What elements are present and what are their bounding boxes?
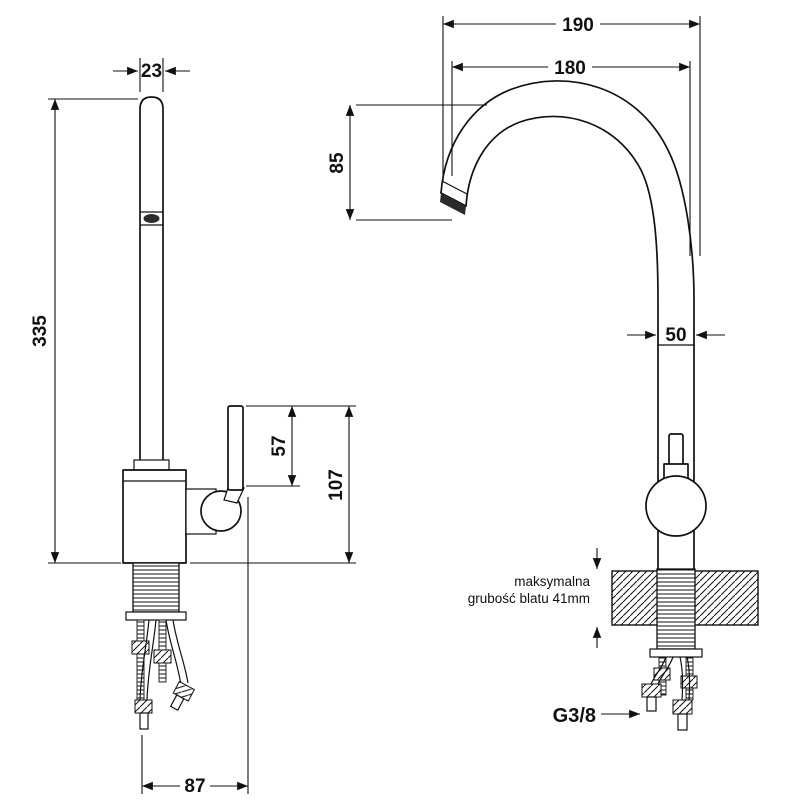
- supply-hose: [139, 619, 150, 701]
- shank-threads: [656, 568, 696, 650]
- dim-label-107: 107: [326, 469, 347, 501]
- faucet-body: [122, 469, 187, 564]
- tube-collar: [133, 459, 170, 471]
- fixing-nut: [153, 649, 172, 664]
- dim-base-width: 87: [141, 497, 249, 797]
- dim-label-190: 190: [562, 15, 594, 36]
- mounting-washer: [125, 611, 187, 621]
- mounting-hardware: [131, 619, 196, 730]
- dim-spout-width: 23: [113, 58, 190, 92]
- hose-nipple: [139, 712, 149, 730]
- hose-fitting: [169, 680, 196, 711]
- gooseneck-inner: [465, 115, 659, 346]
- spout-tube: [139, 96, 164, 471]
- dim-label-85: 85: [327, 152, 348, 174]
- mounting-hardware: [641, 656, 698, 731]
- spout-aerator: [440, 193, 466, 215]
- supply-hose: [165, 619, 182, 686]
- dim-body-diameter: 50: [627, 325, 725, 346]
- dim-reach-outer: 190: [442, 14, 701, 256]
- dim-label-57: 57: [269, 435, 290, 456]
- dim-label-180: 180: [554, 58, 586, 79]
- dim-label-50: 50: [665, 325, 686, 346]
- hose-fitting: [641, 683, 662, 698]
- aerator-band: [140, 211, 163, 226]
- supply-hose: [657, 656, 674, 685]
- dim-label-335: 335: [30, 315, 51, 347]
- aerator-outlet: [143, 214, 160, 223]
- gooseneck-outer: [440, 80, 695, 346]
- mixer-knob: [645, 475, 707, 537]
- dim-label-23: 23: [141, 61, 162, 82]
- counter-note-line1: maksymalna: [514, 574, 590, 589]
- thread-size-label: G3/8: [553, 705, 596, 727]
- thread-size-callout: G3/8: [553, 705, 640, 727]
- dim-total-height: 335: [30, 98, 138, 564]
- supply-hose: [679, 656, 684, 701]
- handle-lever: [227, 405, 244, 491]
- mounting-washer: [649, 648, 703, 658]
- dim-reach-inner: 180: [451, 57, 691, 256]
- dim-spout-drop: 85: [327, 104, 487, 221]
- shank-threads: [132, 562, 180, 613]
- supply-hose: [686, 656, 691, 701]
- hose-fitting: [134, 699, 153, 714]
- front-view: 190 180 85 50 maksymalna: [327, 14, 759, 731]
- side-view: 23 335 57 107 87: [30, 58, 356, 797]
- supply-hose: [650, 656, 667, 685]
- lever-top: [668, 433, 684, 467]
- dim-label-87: 87: [184, 776, 205, 797]
- hose-nipple: [677, 713, 688, 731]
- supply-hose: [146, 619, 157, 701]
- hose-nipple: [646, 696, 657, 712]
- countertop-thickness-note: maksymalna grubość blatu 41mm: [468, 548, 602, 648]
- dim-lever-height: 57: [246, 405, 356, 487]
- dim-body-height: 107: [190, 406, 356, 564]
- supply-hose: [172, 619, 189, 684]
- counter-note-line2: grubość blatu 41mm: [468, 591, 590, 606]
- hose-fitting: [672, 699, 693, 715]
